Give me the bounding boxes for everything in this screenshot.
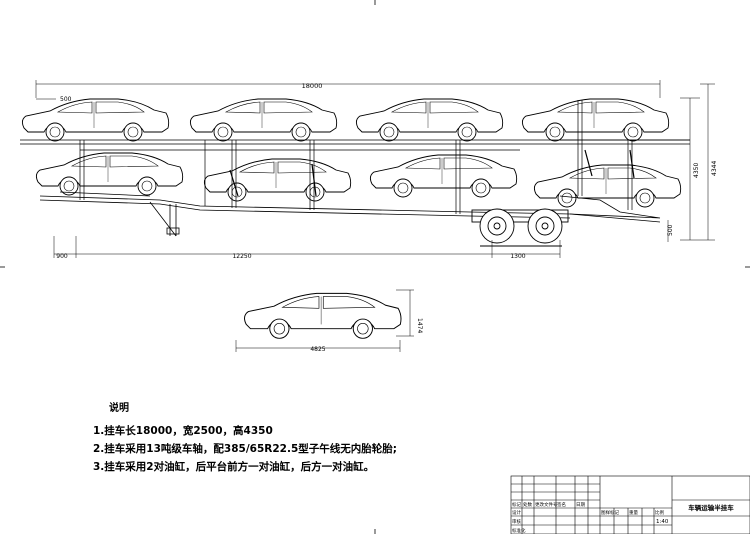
tb-cell-count: 处数 xyxy=(523,501,532,508)
notes-title: 说明 xyxy=(109,403,129,414)
dim-wheelbase: 12250 xyxy=(232,253,251,260)
drawing-notes: 说明 1.挂车长18000，宽2500，高4350 2.挂车采用13吨级车轴，配… xyxy=(93,400,397,476)
lower-deck-car-2 xyxy=(203,158,352,202)
dim-total-height: 4344 xyxy=(711,161,718,176)
note-item: 3.挂车采用2对油缸，后平台前方一对油缸，后方一对油缸。 xyxy=(93,461,375,473)
dim-overall-length: 18000 xyxy=(302,82,323,90)
dimension-lines xyxy=(35,80,715,258)
landing-gear xyxy=(149,201,180,237)
tb-cell-designer: 设计 xyxy=(512,509,521,516)
sample-car xyxy=(244,292,402,339)
tb-cell-date: 日期 xyxy=(576,502,585,508)
upper-deck-car-2 xyxy=(189,98,338,142)
upper-deck-frame xyxy=(20,139,690,151)
tb-cell-weight: 重量 xyxy=(629,509,638,516)
tb-cell-change-doc: 更改文件号 xyxy=(535,501,558,508)
dim-kingpin-offset: 900 xyxy=(56,253,68,260)
dim-front-overhang: 500 xyxy=(60,96,72,103)
tandem-axle-wheels xyxy=(471,208,569,247)
tb-cell-mark: 标记 xyxy=(512,501,521,508)
hydraulic-cylinders xyxy=(229,149,635,197)
tb-scale-value: 1:40 xyxy=(656,519,669,525)
upper-deck-car-3 xyxy=(355,98,504,142)
note-item: 2.挂车采用13吨级车轴，配385/65R22.5型子午线无内胎轮胎; xyxy=(93,443,397,455)
tb-cell-signature: 签名 xyxy=(557,501,566,508)
dim-deck-height: 4350 xyxy=(693,163,700,178)
dim-axle-spread: 1300 xyxy=(510,253,525,260)
tb-cell-scale-label: 比例 xyxy=(655,509,664,516)
tb-cell-reviewer: 审核 xyxy=(512,518,521,525)
sample-car-view xyxy=(235,289,414,352)
upper-deck-car-1 xyxy=(21,98,170,142)
dim-ramp-height: 500 xyxy=(667,224,674,236)
tb-cell-drawing-mark: 图样标记 xyxy=(601,509,619,516)
title-block xyxy=(510,475,750,534)
tb-cell-standard: 标准化 xyxy=(512,527,526,534)
lower-deck-car-3 xyxy=(369,154,518,198)
dim-sample-car-height: 1474 xyxy=(416,318,423,333)
lower-deck-car-1 xyxy=(35,152,184,196)
lower-deck-car-4 xyxy=(533,164,682,208)
note-item: 1.挂车长18000，宽2500，高4350 xyxy=(93,425,273,437)
tb-drawing-name: 车辆运输半挂车 xyxy=(688,503,734,512)
dim-sample-car-length: 4825 xyxy=(310,346,325,353)
support-posts xyxy=(79,100,633,214)
trailer-side-view xyxy=(20,98,690,247)
upper-deck-car-4 xyxy=(521,98,670,142)
